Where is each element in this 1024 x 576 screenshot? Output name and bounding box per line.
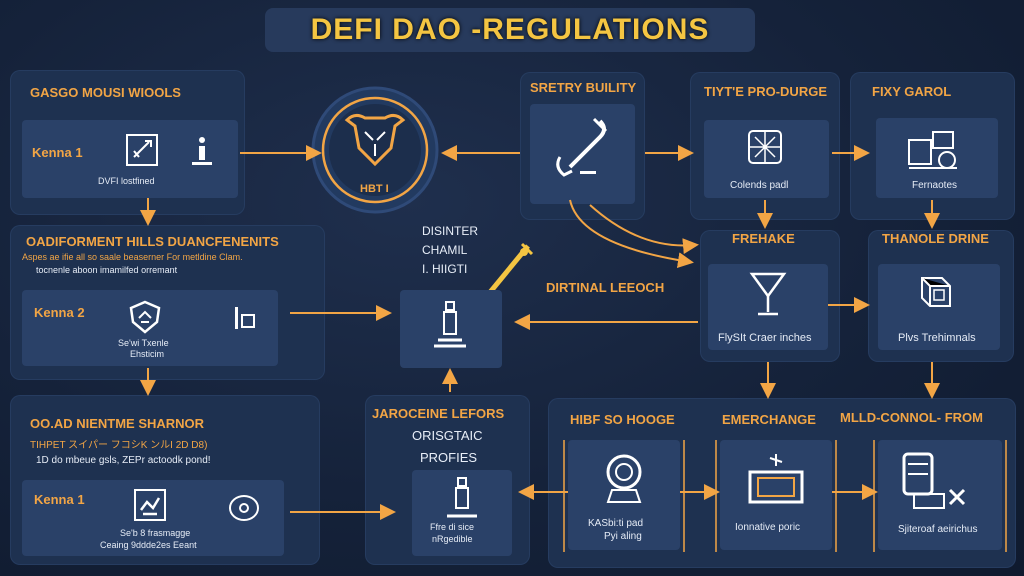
label-disinter-3: I. HIIGTI [422,262,468,276]
cube-stack-icon [912,270,962,320]
person-helmet-icon [600,452,648,508]
caption-flysit: FlySIt Craer inches [718,332,812,344]
cocktail-glass-icon [748,268,788,324]
text-oadiforment-sub1: Aspes ae ifie all so saale beaserner For… [22,252,243,262]
label-disinter-2: CHAMIL [422,243,468,257]
caption-pyi-aling: Pyi aling [604,531,642,542]
text-oadiforment-sub2: tocnenle aboon imamilfed orremant [36,265,178,275]
hub-label: HBT I [360,183,389,195]
tower-icon [430,300,470,352]
label-dirtinal: DIRTINAL LEEOCH [546,280,665,295]
caption-kasbiti: KASbi:ti pad [588,518,644,529]
tools-icon [125,133,159,167]
caption-ehsticim: Ehsticim [130,349,165,359]
label-sretry: SRETRY BUILITY [530,80,637,95]
label-kenna-2: Kenna 2 [34,305,85,320]
label-hibf: HIBF SO HOOGE [570,412,675,427]
box-jarocene[interactable] [412,470,512,556]
label-thanole: THANOLE DRINE [882,231,989,246]
caption-plvs: Plvs Trehimnals [898,332,976,344]
caption-dvfi: DVFI lostfined [98,176,155,186]
caption-sjiteroaf: Sjiteroaf aeirichus [898,524,978,535]
caption-frasmagge: Se'b 8 frasmagge [120,528,191,538]
label-oadiforment-title: OADIFORMENT HILLS DUANCFENENITS [26,234,279,249]
label-fixy: FIXY GAROL [872,84,952,99]
caption-nrgedible: nRgedible [432,534,473,544]
caption-colends: Colends padl [730,180,789,191]
label-jarocene-3: PROFIES [420,450,478,465]
text-ooad-sub2: 1D do mbeue gsls, ZEPr actoodk pond! [36,455,211,466]
caption-ionnative: Ionnative poric [735,522,801,533]
globe-cube-icon [745,127,785,171]
label-jarocene-2: ORISGTAIC [412,428,483,443]
lock-icon [233,305,257,331]
label-jarocene-1: JAROCEINE LEFORS [372,406,505,421]
page-title: DEFI DAO -REGULATIONS [265,8,755,52]
shield-icon [128,300,162,334]
caption-fernaotes: Fernaotes [912,180,958,191]
lighthouse-icon [443,476,481,522]
label-mlld: MLLD-CONNOL- FROM [840,410,983,425]
label-gasgo-title: GASGO MOUSI WIOOLS [30,85,181,100]
label-disinter-1: DISINTER [422,224,479,238]
label-ooad-title: OO.AD NIENTME SHARNOR [30,416,205,431]
handshake-icon [133,488,167,522]
box-kenna-1-bot[interactable] [22,480,284,556]
label-kenna-1-bot: Kenna 1 [34,492,85,507]
machine-icon [905,124,961,174]
caption-ceaing: Ceaing 9ddde2es Eeant [100,540,197,550]
label-kenna-1-top: Kenna 1 [32,145,83,160]
wrench-icon [550,115,610,185]
box-tiyte[interactable] [704,120,829,198]
caption-ffre: Ffre di sice [430,522,475,532]
text-ooad-sub1: TIHPET スイパー フコシK ンルI 2D D8) [30,440,208,451]
bull-head-icon [343,108,407,172]
label-emerchange: EMERCHANGE [722,412,816,427]
monitor-icon [746,452,806,508]
coin-icon [228,494,260,522]
label-frehake: FREHAKE [732,231,795,246]
arrow-sretry-curve [569,199,694,269]
caption-sewi: Se'wi Txenle [118,338,169,348]
arrow-sretry-curve2 [589,204,699,255]
label-tiyte: TIYT'E PRO-DURGE [704,84,827,99]
server-tools-icon [900,450,970,514]
info-icon [188,135,216,167]
box-hibf[interactable] [568,440,680,550]
